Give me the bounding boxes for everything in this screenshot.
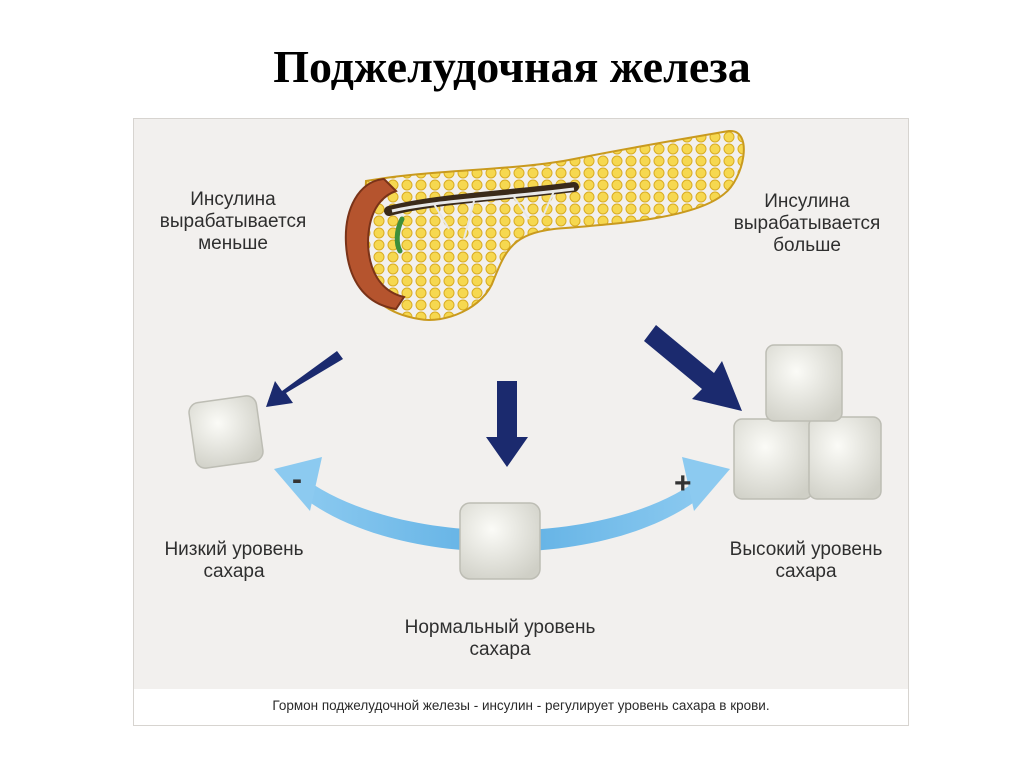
arrow-to-normal (486, 381, 528, 467)
sugar-cubes-high (733, 344, 882, 500)
label-normal-sugar: Нормальный уровень сахара (404, 617, 596, 660)
caption-bar: Гормон поджелудочной железы - инсулин - … (134, 689, 908, 725)
sugar-level-arc (274, 457, 730, 552)
page-title: Поджелудочная железа (273, 41, 751, 92)
pancreas-body (360, 129, 745, 321)
arrow-to-high (644, 325, 742, 411)
sugar-cube-normal (459, 502, 541, 580)
arc-arrowhead-left (274, 457, 322, 511)
pancreas-illustration (344, 129, 745, 321)
label-insulin-more: Инсулина вырабатывается больше (733, 191, 881, 256)
sugar-cube-low (188, 395, 264, 469)
duodenum (344, 177, 406, 311)
bile-duct (394, 216, 405, 254)
plus-sign: + (674, 467, 692, 500)
diagram-panel: Инсулина вырабатывается меньше Инсулина … (133, 118, 909, 726)
label-high-sugar: Высокий уровень сахара (729, 539, 883, 582)
caption-text: Гормон поджелудочной железы - инсулин - … (272, 698, 770, 713)
diagram-canvas (188, 129, 882, 580)
label-low-sugar: Низкий уровень сахара (164, 539, 304, 582)
label-insulin-less: Инсулина вырабатывается меньше (159, 189, 307, 254)
arrow-to-low (266, 351, 343, 407)
arc-arrowhead-right (682, 457, 730, 511)
minus-sign: - (292, 463, 302, 496)
